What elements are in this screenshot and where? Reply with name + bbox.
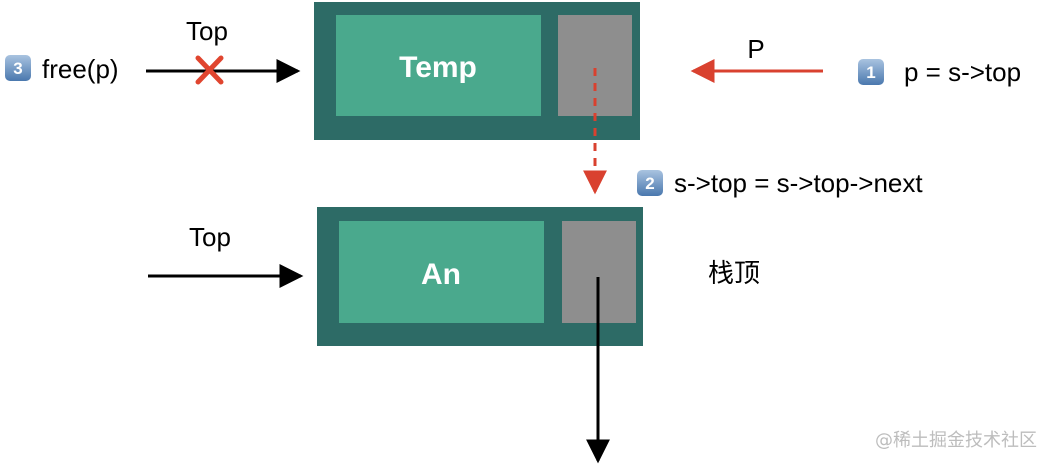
temp-data-field <box>336 15 541 116</box>
step-2-badge <box>637 170 663 196</box>
step-3-text: free(p) <box>42 54 119 84</box>
top-label-lower: Top <box>189 222 231 252</box>
step-1-badge-number: 1 <box>866 63 875 82</box>
cross-icon <box>195 55 224 85</box>
step-2-badge-number: 2 <box>645 174 654 193</box>
watermark: @稀土掘金技术社区 <box>875 430 1037 451</box>
an-data-field <box>339 221 544 323</box>
step-3-badge-number: 3 <box>13 59 22 78</box>
step-1-badge <box>858 59 884 85</box>
temp-node: Temp <box>314 2 640 140</box>
temp-node-label: Temp <box>399 51 477 84</box>
an-node: An <box>317 207 643 346</box>
step-2-text: s->top = s->top->next <box>674 168 923 198</box>
step-1: 1 p = s->top <box>858 57 1021 87</box>
step-3: 3 free(p) <box>5 54 119 84</box>
step-1-text: p = s->top <box>904 57 1021 87</box>
step-2: 2 s->top = s->top->next <box>637 168 923 198</box>
stack-top-label: 栈顶 <box>708 258 760 288</box>
p-pointer-label: P <box>747 34 764 64</box>
top-label-upper: Top <box>186 16 228 46</box>
step-3-badge <box>5 55 31 81</box>
an-node-label: An <box>421 258 461 291</box>
